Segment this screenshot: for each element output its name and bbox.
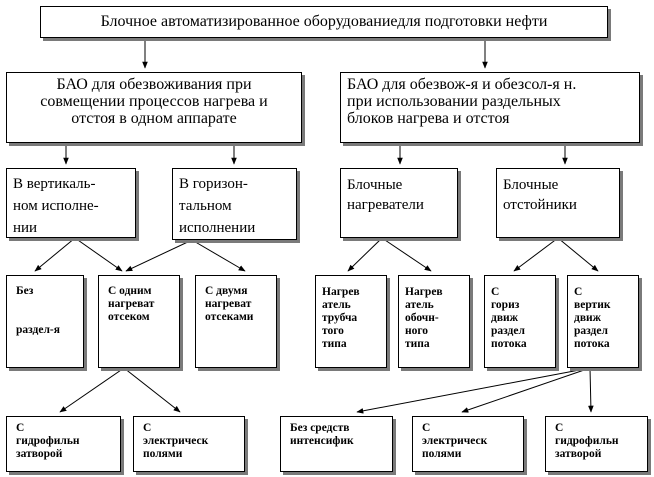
- arrow-heaters-to-shell: [381, 237, 432, 272]
- hydrophilic-seal-right-box: С гидрофильн затворой: [545, 416, 648, 472]
- arrow-vert-to-no-intensifiers: [356, 367, 591, 414]
- arrow-horizontal-to-one-heating: [125, 239, 193, 272]
- horizontal-execution-box: В горизон- тальном исполнении: [172, 168, 297, 240]
- arrow-heaters-to-tube: [347, 237, 383, 272]
- arrow-one-heating-to-hydrophilic: [59, 367, 125, 413]
- tube-heater-box: Нагрев атель трубча того типа: [315, 275, 387, 368]
- block-heaters-box: Блочные нагреватели: [340, 168, 458, 238]
- arrow-settlers-to-horiz: [513, 237, 559, 272]
- block-settlers-box: Блочные отстойники: [496, 168, 620, 238]
- bao-combined-box: БАО для обезвоживания при совмещении про…: [6, 72, 302, 143]
- vertical-execution-box: В вертикаль- ном исполне- нии: [6, 168, 136, 238]
- no-intensifiers-box: Без средств интенсифик: [280, 416, 393, 472]
- arrow-vert-to-hydrophilic: [588, 367, 594, 413]
- arrow-vertical-to-no-divider: [34, 237, 76, 272]
- shell-heater-box: Нагрев атель обочн- ного типа: [398, 275, 470, 368]
- horizontal-flow-settler-box: С гориз движ раздел потока: [484, 275, 556, 368]
- no-divider-box: Без раздел-я: [6, 275, 84, 368]
- two-heating-compartments-box: С двумя нагреват отсеками: [195, 275, 277, 368]
- vertical-flow-settler-box: С вертик движ раздел потока: [567, 275, 639, 368]
- arrow-horizontal-to-two-heating: [191, 239, 246, 272]
- bao-separate-box: БАО для обезвож-я и обезсол-я н. при исп…: [340, 72, 640, 143]
- arrow-vert-to-electric: [461, 367, 591, 413]
- arrow-one-heating-to-electric: [123, 367, 181, 413]
- electric-fields-right-box: С электрическ полями: [412, 416, 524, 472]
- root-box: Блочное автоматизированное оборудованиед…: [40, 6, 608, 38]
- one-heating-compartment-box: С одним нагреват отсеком: [98, 275, 180, 368]
- hydrophilic-seal-left-box: С гидрофильн затворой: [6, 416, 121, 472]
- electric-fields-left-box: С электрическ полями: [133, 416, 245, 472]
- arrow-settlers-to-vert: [557, 237, 599, 272]
- arrow-vertical-to-one-heating: [74, 237, 123, 272]
